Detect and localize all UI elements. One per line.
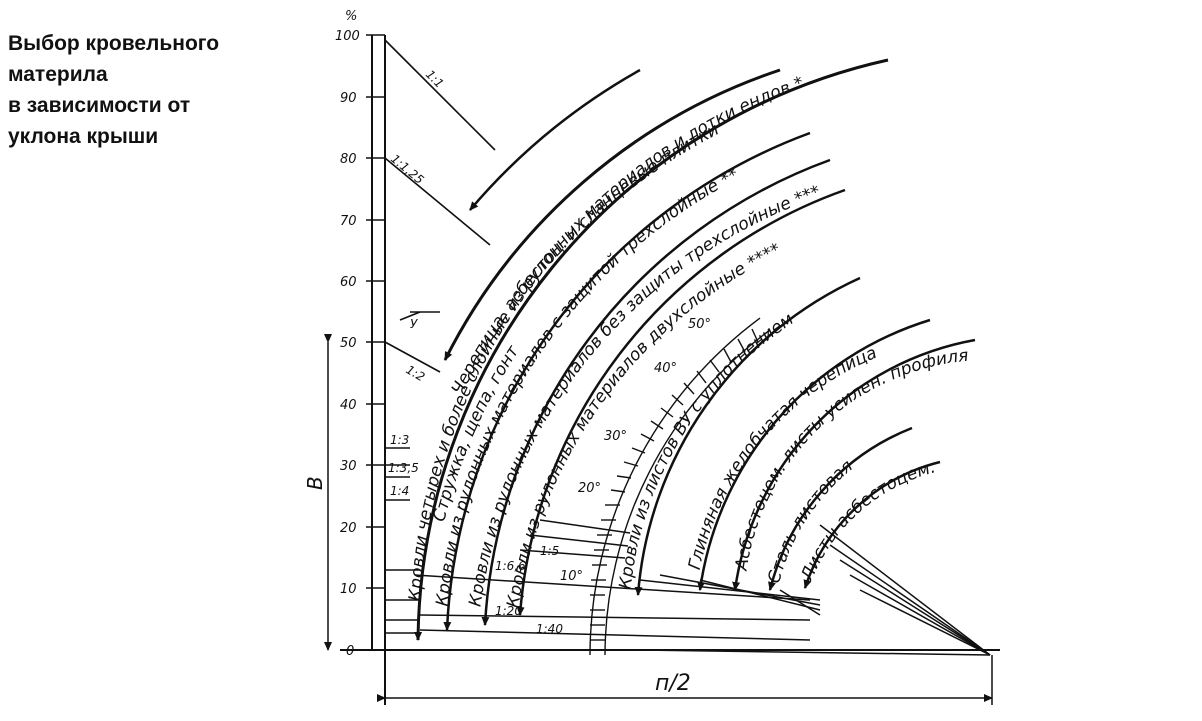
angle-10: 10° [560,569,583,584]
ratio-1-3-5: 1:3,5 [388,461,419,475]
ratio-1-2: 1:2 [404,362,428,384]
caption-line-4: уклона крыши [8,125,159,148]
slope-lines [384,39,496,634]
ratio-1-3: 1:3 [390,433,409,447]
angle-20: 20° [578,481,601,496]
ratio-1-5: 1:5 [540,544,559,558]
caption-line-3: в зависимости от [8,94,191,117]
angle-30: 30° [604,429,627,444]
ratio-1-1-25: 1:1,25 [388,152,426,187]
band-labels: Стружка, щепа, гонт Черепица, асбестоц. … [0,0,969,609]
y-ticks [366,34,385,651]
fan-lines [414,519,991,656]
band-arcs [414,58,976,641]
angle-50: 50° [688,317,711,332]
y-tick-labels: 0 10 20 30 40 50 60 70 80 90 100 % [335,9,360,659]
angle-40: 40° [654,361,677,376]
ratio-1-20: 1:20 [495,604,522,618]
half-label: п/2 [655,671,691,696]
callout-y: У [410,317,418,331]
b-label: В [303,476,327,490]
tick-50: 50 [340,336,357,351]
ratio-1-1: 1:1 [423,67,447,91]
ratio-1-6-6: 1:6,6 [495,559,526,573]
tick-90: 90 [340,91,357,106]
tick-40: 40 [340,398,357,413]
tick-20: 20 [340,521,357,536]
ratio-1-4: 1:4 [390,484,409,498]
tick-30: 30 [340,459,357,474]
tick-60: 60 [340,275,357,290]
tick-70: 70 [340,214,357,229]
caption: Выбор кровельного материла в зависимости… [8,28,308,152]
caption-line-1: Выбор кровельного [8,32,220,55]
angle-strip [589,317,771,656]
unit-percent: % [345,9,357,24]
tick-100: 100 [335,29,360,44]
caption-line-2: материла [8,63,108,86]
tick-10: 10 [340,582,357,597]
tick-0: 0 [346,644,354,659]
tick-80: 80 [340,152,357,167]
angle-labels: 10° 20° 30° 40° 50° [560,317,711,584]
